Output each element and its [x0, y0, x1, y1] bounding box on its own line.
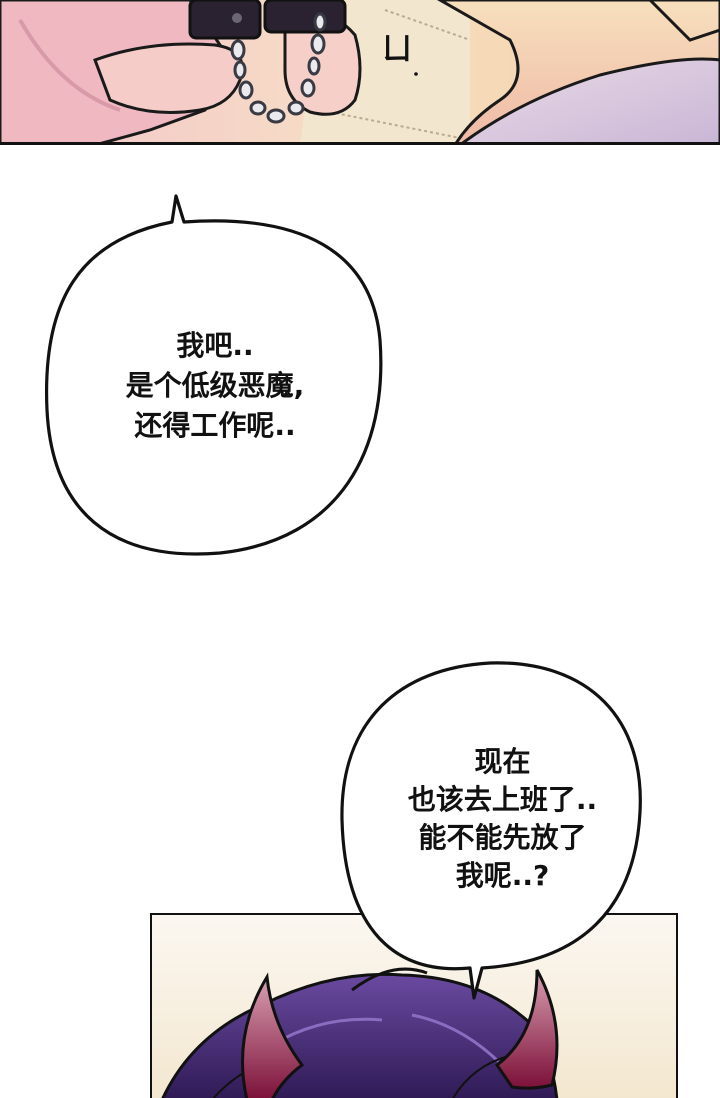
bottom-comic-panel [150, 913, 678, 1098]
bottom-panel-art [152, 915, 676, 1098]
left-horn [241, 972, 305, 1098]
bubble-2-line-4: 我呢..? [455, 859, 550, 892]
top-panel-art [0, 0, 720, 142]
left-cuff [188, 0, 262, 40]
sound-effect-text: ㄩ [382, 32, 412, 67]
bubble-1-line-3: 还得工作呢.. [134, 409, 296, 442]
bubble-2-line-3: 能不能先放了 [418, 821, 587, 854]
right-sleeve [461, 57, 720, 142]
right-cuff [263, 0, 347, 34]
chain [230, 12, 327, 124]
bubble-1-line-2: 是个低级恶魔, [125, 369, 305, 402]
speech-bubble-1-text: 我吧.. 是个低级恶魔, 还得工作呢.. [60, 326, 370, 446]
bubble-2-line-1: 现在 [474, 745, 531, 778]
top-comic-panel: ㄩ [0, 0, 720, 145]
left-hand [93, 42, 244, 114]
bubble-1-line-1: 我吧.. [176, 329, 254, 362]
speech-bubble-2-text: 现在 也该去上班了.. 能不能先放了 我呢..? [355, 743, 650, 895]
bubble-2-line-2: 也该去上班了.. [407, 783, 598, 816]
